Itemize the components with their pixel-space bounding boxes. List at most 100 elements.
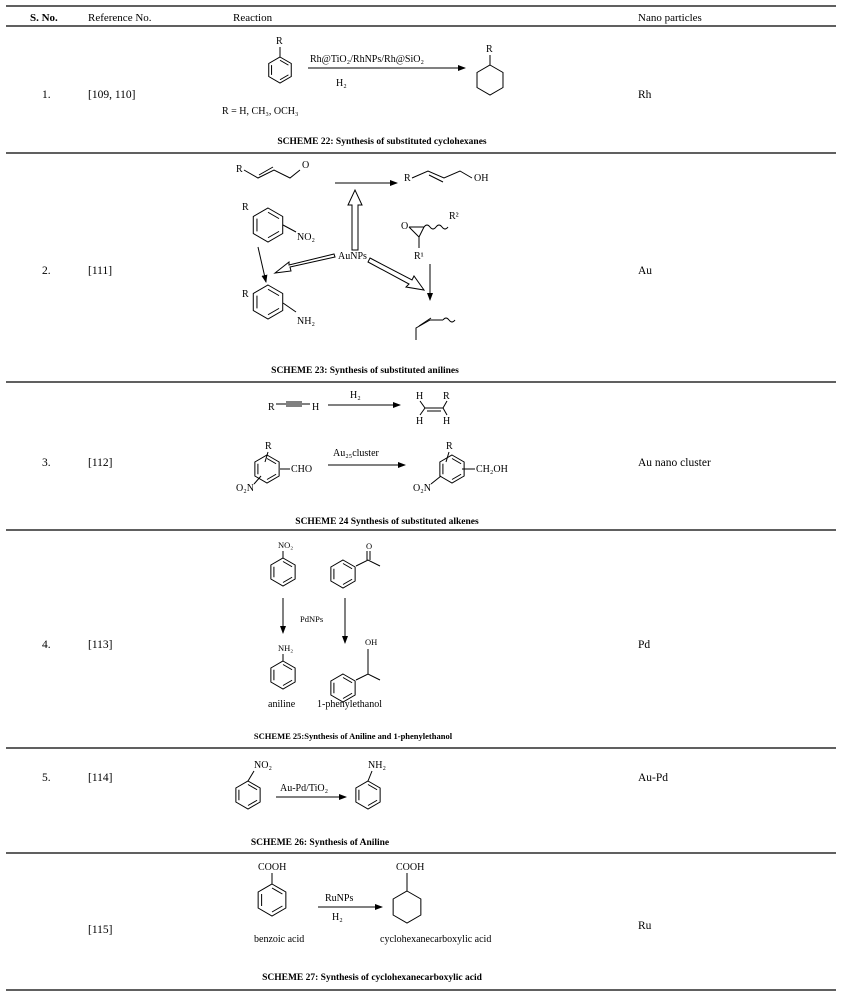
table-rules — [6, 5, 836, 991]
nano-particle: Pd — [638, 639, 650, 651]
reference: [109, 110] — [88, 89, 135, 101]
table-row: 4. [113] Pd NO₂ PdNPs NH₂ aniline O OH 1… — [42, 540, 650, 741]
ring-structures — [235, 56, 504, 924]
sno: 1. — [42, 89, 51, 101]
svg-text:RuNPs: RuNPs — [325, 893, 353, 904]
scheme-caption: SCHEME 23: Synthesis of substituted anil… — [271, 366, 459, 376]
svg-text:R: R — [236, 164, 243, 175]
nano-particle: Rh — [638, 89, 652, 101]
svg-text:R: R — [268, 402, 275, 413]
svg-text:cyclohexanecarboxylic acid: cyclohexanecarboxylic acid — [380, 934, 491, 945]
svg-text:benzoic acid: benzoic acid — [254, 934, 304, 945]
svg-text:R¹: R¹ — [414, 251, 424, 262]
svg-text:O₂N: O₂N — [413, 483, 431, 494]
benzene-ring — [257, 883, 287, 917]
benzene-ring — [330, 673, 356, 703]
svg-text:H₂: H₂ — [336, 78, 347, 89]
benzene-ring — [270, 660, 296, 690]
svg-text:H: H — [416, 391, 423, 402]
svg-text:aniline: aniline — [268, 699, 296, 710]
table-row: 5. [114] Au-Pd NO₂ Au-Pd/TiO₂ NH₂ SCHEME… — [42, 760, 668, 848]
sno: 4. — [42, 639, 51, 651]
svg-text:R: R — [265, 441, 272, 452]
nano-particle: Au-Pd — [638, 772, 668, 784]
sno: 2. — [42, 265, 51, 277]
reference: [112] — [88, 457, 112, 469]
reference: [113] — [88, 639, 112, 651]
svg-text:CH₂OH: CH₂OH — [476, 464, 508, 475]
svg-text:1-phenylethanol: 1-phenylethanol — [317, 699, 382, 710]
nano-particle: Au nano cluster — [638, 457, 711, 469]
header-reference: Reference No. — [88, 12, 152, 24]
nano-particle: Au — [638, 265, 652, 277]
svg-text:R: R — [276, 36, 283, 47]
svg-text:O: O — [401, 221, 408, 232]
svg-text:NH₂: NH₂ — [297, 316, 315, 327]
benzene-ring — [355, 780, 381, 810]
svg-text:O: O — [366, 541, 372, 551]
svg-text:R: R — [443, 391, 450, 402]
svg-text:NH₂: NH₂ — [368, 760, 386, 771]
benzene-ring — [330, 559, 356, 589]
svg-text:NO₂: NO₂ — [254, 760, 272, 771]
svg-text:O₂N: O₂N — [236, 483, 254, 494]
table-row: 2. [111] Au R O R OH R NO₂ AuNPs R NH₂ O… — [42, 160, 652, 376]
svg-text:R²: R² — [449, 211, 459, 222]
svg-text:H: H — [312, 402, 319, 413]
header-reaction: Reaction — [233, 12, 273, 24]
svg-text:R: R — [446, 441, 453, 452]
cyclohexane-ring — [392, 890, 422, 924]
benzene-ring — [268, 56, 292, 84]
svg-text:H₂: H₂ — [332, 912, 343, 923]
svg-text:O: O — [302, 160, 309, 171]
reference: [114] — [88, 772, 112, 784]
svg-text:NO₂: NO₂ — [297, 232, 315, 243]
svg-text:CHO: CHO — [291, 464, 312, 475]
scheme-caption: SCHEME 24 Synthesis of substituted alken… — [295, 517, 479, 527]
svg-text:OH: OH — [474, 173, 488, 184]
table-row: 1. [109, 110] Rh R R = H, CH₃, OCH₃ Rh@T… — [42, 36, 652, 147]
benzene-ring — [235, 780, 261, 810]
svg-text:NH₂: NH₂ — [278, 643, 293, 653]
svg-text:R = H, CH₃, OCH₃: R = H, CH₃, OCH₃ — [222, 106, 299, 117]
svg-text:H: H — [416, 416, 423, 427]
benzene-ring — [252, 284, 284, 320]
svg-text:NO₂: NO₂ — [278, 540, 293, 550]
benzene-ring — [270, 557, 296, 587]
reference: [115] — [88, 924, 112, 936]
benzene-ring — [252, 207, 284, 243]
svg-text:H: H — [443, 416, 450, 427]
svg-text:OH: OH — [365, 637, 377, 647]
nano-particle: Ru — [638, 920, 652, 932]
table-row: [115] Ru COOH benzoic acid RuNPs H₂ COOH… — [88, 862, 652, 983]
reference: [111] — [88, 265, 112, 277]
cyclohexane-ring — [476, 64, 504, 96]
svg-text:COOH: COOH — [396, 862, 424, 873]
svg-text:Rh@TiO₂/RhNPs/Rh@SiO₂: Rh@TiO₂/RhNPs/Rh@SiO₂ — [310, 54, 424, 65]
sno: 3. — [42, 457, 51, 469]
scheme-caption: SCHEME 22: Synthesis of substituted cycl… — [277, 137, 487, 147]
header-sno: S. No. — [30, 12, 58, 24]
svg-text:Au-Pd/TiO₂: Au-Pd/TiO₂ — [280, 783, 328, 794]
table-row: 3. [112] Au nano cluster R H H₂ H R H H … — [42, 390, 711, 527]
scheme-caption: SCHEME 26: Synthesis of Aniline — [251, 838, 389, 848]
svg-text:R: R — [486, 44, 493, 55]
svg-text:H₂: H₂ — [350, 390, 361, 401]
benzene-ring — [439, 454, 465, 484]
svg-text:R: R — [242, 289, 249, 300]
hollow-arrow-left — [273, 253, 336, 274]
hollow-arrow-up — [347, 188, 363, 251]
sno: 5. — [42, 772, 51, 784]
table-header: S. No. Reference No. Reaction Nano parti… — [30, 12, 702, 24]
svg-text:PdNPs: PdNPs — [300, 614, 323, 624]
svg-text:COOH: COOH — [258, 862, 286, 873]
svg-text:R: R — [242, 202, 249, 213]
hollow-arrow-right — [367, 257, 426, 291]
svg-text:R: R — [404, 173, 411, 184]
svg-text:AuNPs: AuNPs — [338, 251, 367, 262]
header-nano: Nano particles — [638, 12, 702, 24]
scheme-caption: SCHEME 25:Synthesis of Aniline and 1-phe… — [254, 731, 453, 741]
scheme-caption: SCHEME 27: Synthesis of cyclohexanecarbo… — [262, 973, 483, 983]
benzene-ring — [254, 454, 280, 484]
